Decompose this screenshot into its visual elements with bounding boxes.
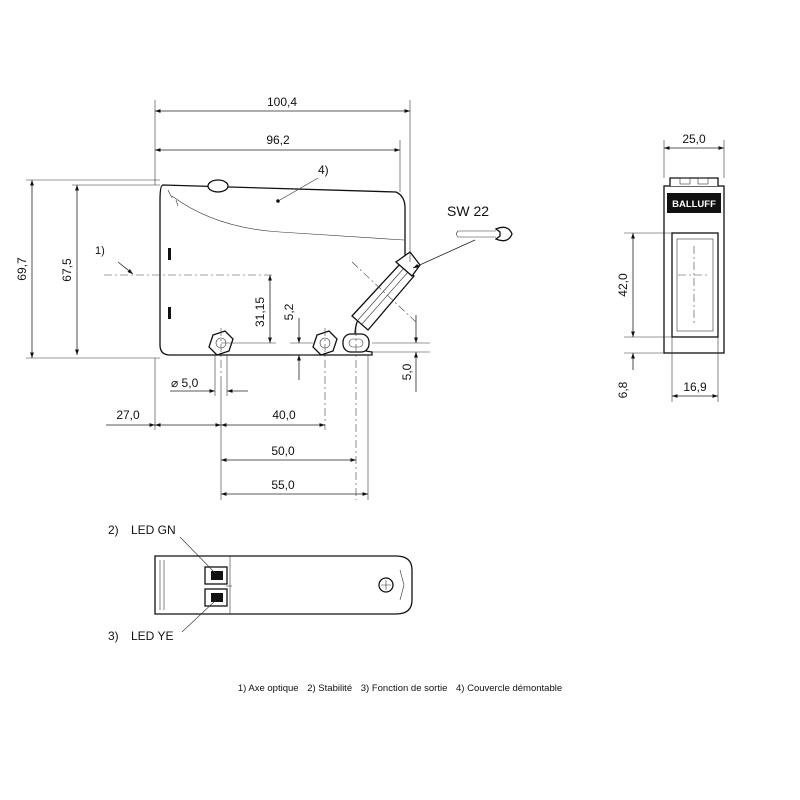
dim-window-height: 42,0 (616, 273, 630, 297)
top-view: 2) LED GN 3) LED YE (108, 523, 413, 643)
front-marker-top (168, 248, 171, 260)
front-view: BALLUFF 25,0 42,0 6,8 16,9 (616, 132, 725, 402)
legend-item-4: 4) Couvercle démontable (456, 683, 563, 694)
dim-overall-height: 69,7 (15, 257, 29, 281)
callout-4: 4) (318, 163, 329, 177)
dim-hole-distance-3: 55,0 (271, 478, 295, 492)
dim-hole-diameter: ⌀ 5,0 (171, 376, 199, 390)
dim-housing-height: 67,5 (60, 258, 74, 282)
dim-left-offset: 27,0 (116, 408, 140, 422)
top-housing (154, 555, 413, 615)
wrench-icon (456, 226, 513, 242)
brand-plate (667, 193, 721, 213)
optical-window (671, 232, 719, 338)
screw-icon (378, 577, 394, 593)
brand-logo: BALLUFF (672, 199, 716, 210)
dim-overall-length: 100,4 (267, 95, 297, 109)
dim-hole-distance-2: 50,0 (271, 444, 295, 458)
dim-front-bottom: 6,8 (616, 381, 630, 398)
dim-bottom-offset: 5,0 (400, 363, 414, 380)
led-ye-number: 3) (108, 629, 119, 643)
side-view: 100,4 96,2 4) 1) 69,7 67,5 31,15 5,2 (15, 95, 513, 500)
legend: 1) Axe optique 2) Stabilité 3) Fonction … (0, 683, 800, 694)
callout-1: 1) (95, 245, 105, 257)
lens-bump (207, 179, 229, 193)
angled-connector (351, 251, 421, 331)
wrench-label: SW 22 (447, 203, 489, 219)
legend-item-1: 1) Axe optique (237, 683, 299, 694)
led-gn-label: LED GN (131, 523, 176, 537)
legend-item-3: 3) Fonction de sortie (360, 683, 448, 694)
cover-line (171, 195, 405, 241)
led-ye-label: LED YE (131, 629, 173, 643)
legend-item-2: 2) Stabilité (307, 683, 353, 694)
dim-front-width: 25,0 (682, 132, 706, 146)
dim-optical-axis-height: 31,15 (253, 297, 267, 327)
front-marker-bottom (168, 307, 171, 319)
dim-housing-length: 96,2 (266, 133, 290, 147)
dim-hole-distance-1: 40,0 (272, 408, 296, 422)
led-gn-number: 2) (108, 523, 119, 537)
dim-window-width: 16,9 (683, 380, 707, 394)
dim-hole-offset: 5,2 (282, 303, 296, 320)
mount-hole-2 (312, 330, 338, 356)
